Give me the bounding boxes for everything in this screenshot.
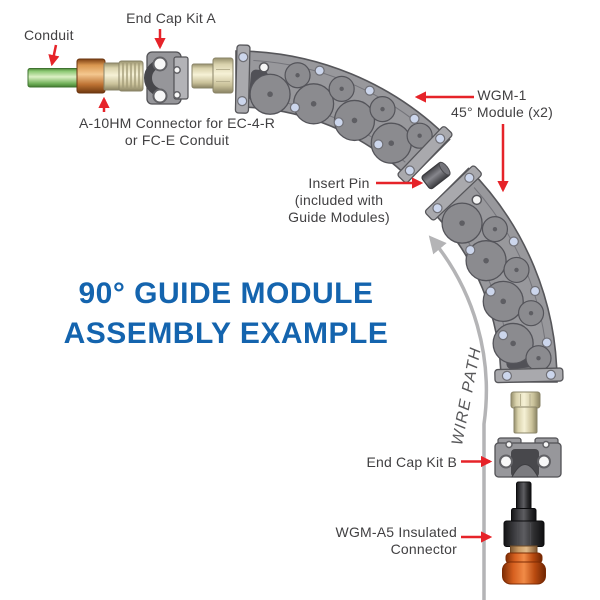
mount-hole [471, 194, 483, 206]
band-screw-hole [314, 65, 325, 76]
end-cap-b-small-hole [505, 440, 513, 449]
end-cap-b-hole [499, 454, 513, 469]
plate-screw-hole [501, 370, 513, 381]
a10hm-connector-label-line1: A-10HM Connector for EC-4-R [78, 115, 276, 131]
page-title: 90° GUIDE MODULE ASSEMBLY EXAMPLE [64, 274, 389, 354]
coupler-b-hex [510, 391, 541, 409]
end-plate-body [234, 44, 251, 114]
end-cap-a-small-hole [173, 91, 181, 99]
end-cap-a-small-hole [173, 66, 181, 74]
roller-axle-dot [388, 140, 395, 146]
band-screw-hole [541, 337, 552, 348]
wgm-a5-connector-part [502, 481, 546, 585]
roller-axle-dot [351, 117, 358, 124]
roller-axle-dot [510, 340, 516, 347]
roller-axle-dot [492, 226, 498, 232]
band-screw-hole [508, 236, 519, 247]
coupler-a-part [191, 57, 234, 94]
band-screw-hole [289, 102, 301, 113]
wire-path-line [428, 235, 489, 600]
roller-axle-dot [267, 91, 273, 98]
insert-pin-label-line1: Insert Pin [308, 175, 370, 191]
band-screw-hole [485, 286, 496, 297]
a10hm-connector-label: A-10HM Connector for EC-4-R or FC-E Cond… [79, 115, 275, 149]
page-title-line1: 90° GUIDE MODULE [78, 277, 374, 310]
insert-pin-label-line3: Guide Modules) [288, 209, 390, 225]
guide-module-2 [424, 165, 564, 384]
plate-screw-hole [545, 369, 556, 380]
wgm1-module-label-line1: WGM-1 [477, 87, 527, 103]
a10hm-connector-label-line2: or FC-E Conduit [124, 132, 230, 148]
coupler-a-cylinder [191, 63, 217, 89]
conduit-label: Conduit [24, 27, 74, 43]
roller-axle-dot [483, 257, 489, 264]
band-screw-hole [373, 139, 384, 150]
annotation-arrows [48, 29, 509, 543]
page-title-line2: ASSEMBLY EXAMPLE [63, 317, 389, 350]
end-cap-b-hole [537, 454, 551, 469]
roller-axle-dot [295, 73, 300, 78]
end-cap-kit-a-label: End Cap Kit A [126, 10, 216, 26]
band-screw-hole [498, 330, 509, 341]
end-cap-a-hole [152, 56, 168, 72]
coupler-b-part [510, 391, 541, 434]
insert-pin [421, 161, 451, 190]
a10hm-hex-nut [103, 62, 121, 91]
roller-axle-dot [500, 298, 507, 305]
end-cap-b-dome [511, 464, 539, 478]
insert-pin-label-line2: (included with [294, 192, 384, 208]
end-cap-a-hole [152, 88, 168, 104]
mount-hole [258, 62, 270, 73]
end-plate [424, 165, 482, 221]
end-cap-kit-b-part [494, 437, 562, 478]
coupler-b-cylinder [513, 406, 538, 434]
roller-axle-dot [417, 133, 422, 138]
plate-screw-hole [237, 95, 248, 107]
roller-axle-dot [310, 101, 317, 107]
plate-screw-hole [435, 133, 446, 144]
band-screw-hole [529, 285, 541, 297]
roller-axle-dot [339, 86, 344, 92]
coupler-a-hex [212, 57, 234, 94]
wgm-a5-hex-body [503, 520, 545, 547]
plate-screw-hole [404, 165, 415, 176]
end-plate [397, 126, 453, 184]
wgm1-module-label-line2: 45° Module (x2) [451, 104, 553, 120]
end-plate [494, 367, 564, 384]
end-plate-body [494, 367, 564, 384]
insert-pin-label: Insert Pin (included with Guide Modules) [288, 175, 390, 226]
band-screw-hole [364, 85, 375, 96]
roller-axle-dot [528, 310, 534, 316]
wgm1-module-label: WGM-1 45° Module (x2) [451, 87, 553, 121]
band-screw-hole [333, 117, 344, 128]
wgm-a5-connector-label-line1: WGM-A5 Insulated [335, 524, 457, 540]
plate-screw-hole [432, 203, 443, 214]
roller-axle-dot [514, 267, 519, 273]
a10hm-copper-nut [76, 58, 106, 94]
end-cap-b-small-hole [542, 440, 550, 449]
conduit-arrow [48, 44, 60, 67]
roller-axle-dot [459, 220, 465, 226]
plate-screw-hole [464, 172, 475, 183]
guide-module-1 [234, 44, 453, 184]
wgm-a5-rod [516, 481, 532, 511]
wgm-a5-connector-label: WGM-A5 Insulated Connector [336, 524, 457, 558]
end-cap-kit-a-part [144, 51, 189, 105]
wgm-a5-connector-label-line2: Connector [390, 541, 457, 557]
wgm-a5-collar [511, 508, 537, 523]
roller-axle-dot [536, 355, 541, 361]
end-plate [234, 44, 251, 114]
roller-axle-dot [380, 106, 385, 112]
insert-pin-end-face [438, 161, 451, 176]
end-cap-kit-b-label: End Cap Kit B [366, 454, 457, 470]
wgm-a5-tan-ring [510, 545, 538, 554]
conduit-tube [27, 68, 81, 88]
wgm-a5-orange-body [502, 561, 546, 585]
band-screw-hole [409, 113, 420, 124]
band-screw-hole [465, 244, 476, 256]
plate-screw-hole [238, 52, 249, 63]
